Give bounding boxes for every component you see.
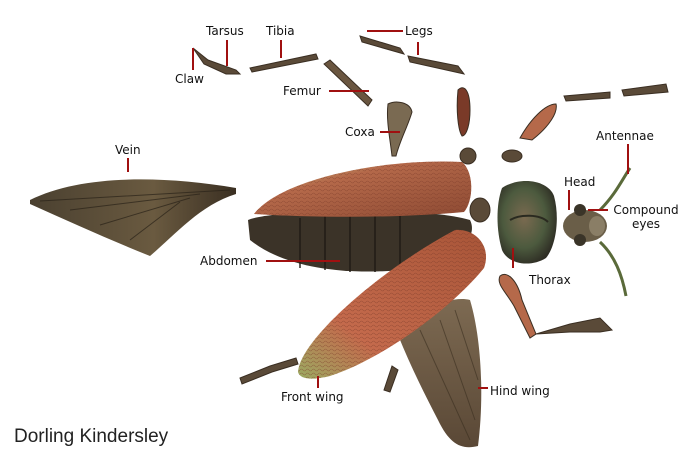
label-coxa: Coxa — [345, 125, 375, 139]
label-compound-eyes-line2: eyes — [609, 217, 683, 231]
image-credit: Dorling Kindersley — [14, 426, 168, 448]
label-claw: Claw — [175, 72, 204, 86]
label-compound-eyes-line1: Compound — [609, 203, 683, 217]
label-tarsus: Tarsus — [206, 24, 244, 38]
label-front-wing: Front wing — [281, 390, 344, 404]
label-antennae: Antennae — [596, 129, 654, 143]
label-vein: Vein — [115, 143, 141, 157]
label-head: Head — [564, 175, 595, 189]
label-thorax: Thorax — [529, 273, 571, 287]
thorax-shape — [498, 181, 557, 264]
label-abdomen: Abdomen — [200, 254, 257, 268]
label-tibia: Tibia — [266, 24, 295, 38]
loose-hind-wing — [30, 179, 236, 256]
label-legs: Legs — [405, 24, 433, 38]
label-compound-eyes: Compound eyes — [609, 203, 683, 231]
label-femur: Femur — [283, 84, 321, 98]
upper-elytron — [254, 162, 471, 217]
label-hind-wing: Hind wing — [490, 384, 550, 398]
